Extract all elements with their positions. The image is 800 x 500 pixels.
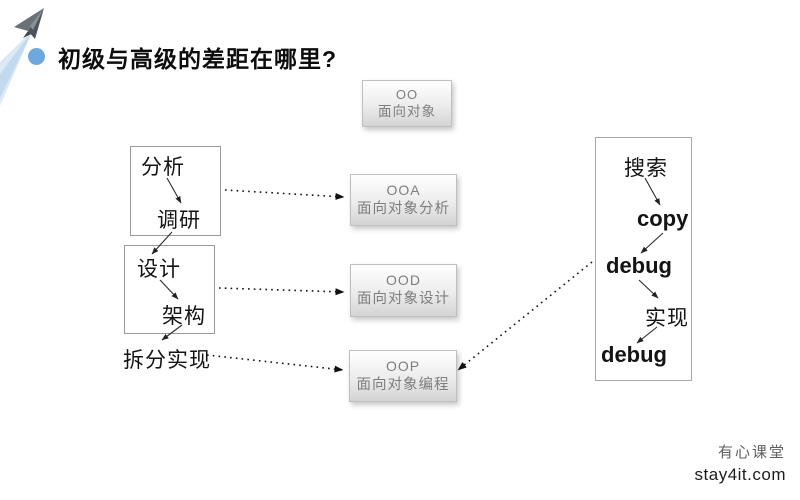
oop-box: OOP 面向对象编程 — [349, 350, 457, 402]
ooa-box-abbr: OOA — [386, 181, 421, 198]
footer-watermark: 有心课堂 stay4it.com — [695, 444, 786, 486]
arrow-split-to-oop — [206, 354, 344, 373]
ood-box-abbr: OOD — [386, 272, 421, 289]
paper-plane-icon — [14, 8, 44, 39]
plane-trail-outer — [0, 30, 33, 106]
step-debug-1: debug — [606, 253, 672, 278]
oo-box-name: 面向对象 — [378, 104, 436, 120]
ood-box: OOD 面向对象设计 — [350, 264, 457, 317]
bullet-point — [28, 48, 45, 65]
oop-box-name: 面向对象编程 — [356, 376, 450, 393]
step-design: 设计 — [137, 258, 181, 281]
step-research: 调研 — [157, 209, 201, 232]
arrow-box1-to-ooa — [224, 189, 345, 200]
footer-brand: 有心课堂 — [717, 445, 786, 461]
analysis-research-box — [130, 146, 221, 236]
paper-plane-decoration — [0, 8, 44, 106]
oop-box-abbr: OOP — [385, 357, 421, 374]
step-split-implement: 拆分实现 — [123, 349, 211, 372]
step-search: 搜索 — [624, 157, 668, 180]
step-analysis: 分析 — [141, 156, 185, 179]
step-copy: copy — [637, 206, 689, 231]
arrow-junior-to-oop — [457, 261, 593, 371]
ood-box-name: 面向对象设计 — [357, 291, 450, 308]
step-debug-2: debug — [601, 342, 667, 367]
ooa-box: OOA 面向对象分析 — [350, 174, 457, 226]
step-architecture: 架构 — [162, 305, 206, 328]
footer-site: stay4it.com — [694, 464, 786, 484]
ooa-box-name: 面向对象分析 — [357, 200, 450, 217]
slide-title: 初级与高级的差距在哪里? — [58, 46, 338, 72]
oo-box-abbr: OO — [395, 86, 419, 102]
oo-box: OO 面向对象 — [362, 80, 452, 127]
step-implement: 实现 — [645, 307, 689, 330]
arrow-box2-to-ood — [218, 287, 345, 296]
plane-trail-inner — [0, 30, 33, 98]
